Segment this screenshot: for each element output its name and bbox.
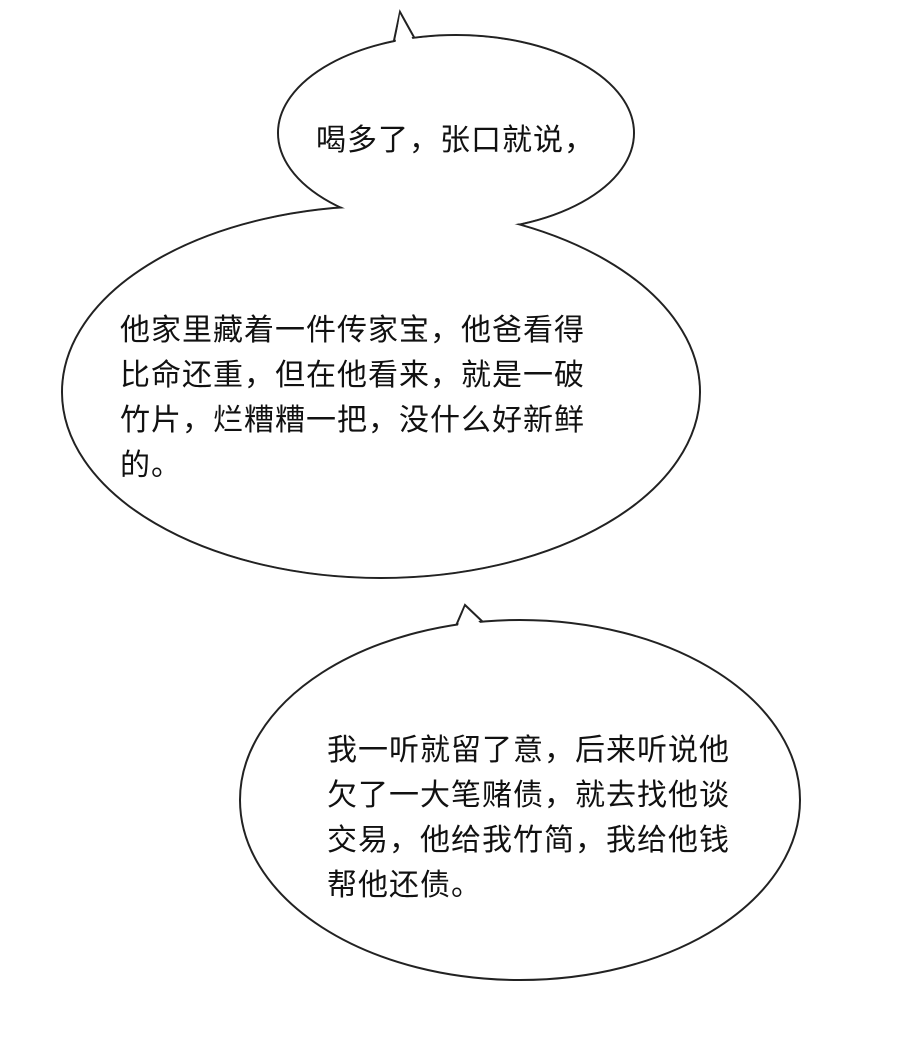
text-line: 的。 <box>120 448 182 483</box>
bubble-text-3: 我一听就留了意，后来听说他 欠了一大笔赌债，就去找他谈 交易，他给我竹简，我给他… <box>327 728 730 908</box>
bubble-text-1: 喝多了，张口就说， <box>316 118 595 163</box>
text-line: 我一听就留了意，后来听说他 <box>327 733 730 768</box>
text-line: 竹片，烂糟糟一把，没什么好新鲜 <box>120 403 585 438</box>
text-line: 交易，他给我竹简，我给他钱 <box>327 823 730 858</box>
text-line: 帮他还债。 <box>327 868 482 903</box>
text-line: 喝多了，张口就说， <box>316 123 595 158</box>
text-line: 欠了一大笔赌债，就去找他谈 <box>327 778 730 813</box>
bubble-text-2: 他家里藏着一件传家宝，他爸看得 比命还重，但在他看来，就是一破 竹片，烂糟糟一把… <box>120 308 585 488</box>
text-line: 比命还重，但在他看来，就是一破 <box>120 358 585 393</box>
text-line: 他家里藏着一件传家宝，他爸看得 <box>120 313 585 348</box>
speech-bubble-bottom <box>239 619 801 981</box>
